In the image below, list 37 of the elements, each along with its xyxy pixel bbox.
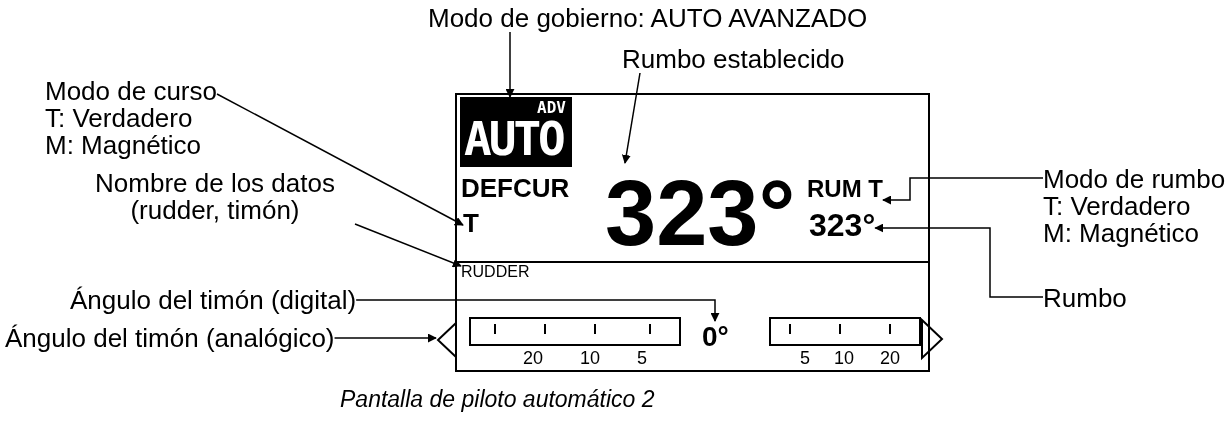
leader-arrow bbox=[874, 223, 1044, 298]
scale-number: 20 bbox=[880, 348, 901, 368]
callout-text: Nombre de los datos (rudder, timón) bbox=[75, 170, 355, 224]
callout-text: Modo de curso bbox=[45, 78, 217, 105]
scale-number: 5 bbox=[800, 348, 810, 368]
mode-indicator bbox=[460, 97, 572, 167]
callout-text: M: Magnético bbox=[45, 132, 203, 159]
callout-text: Rumbo establecido bbox=[622, 46, 845, 73]
leader-arrow bbox=[882, 177, 1044, 205]
heading-value: 323° bbox=[809, 207, 876, 243]
leader-arrow bbox=[621, 72, 641, 164]
scale-number: 5 bbox=[637, 348, 647, 368]
screen-text: RUDDER bbox=[461, 263, 530, 281]
screen-text: T bbox=[463, 208, 479, 238]
rudder-angle-value: 0° bbox=[702, 321, 729, 353]
leader-arrow bbox=[355, 299, 720, 322]
callout-text: T: Verdadero bbox=[45, 105, 194, 132]
screen-text: RUM T bbox=[807, 175, 883, 203]
scale-number: 10 bbox=[834, 348, 855, 368]
caption: Pantalla de piloto automático 2 bbox=[340, 385, 655, 413]
callout-text: M: Magnético bbox=[1043, 220, 1201, 247]
callout-text: Modo de gobierno: AUTO AVANZADO bbox=[428, 5, 868, 32]
screen-text: DEFCUR bbox=[461, 173, 570, 203]
callout-text: Ángulo del timón (analógico) bbox=[5, 325, 335, 352]
callout-text: T: Verdadero bbox=[1043, 193, 1192, 220]
heading-value: 323° bbox=[605, 163, 796, 263]
scale-number: 20 bbox=[523, 348, 544, 368]
leader-arrow bbox=[354, 223, 462, 268]
leader-arrow bbox=[505, 31, 515, 98]
scale-number: 10 bbox=[580, 348, 601, 368]
callout-text: Modo de rumbo bbox=[1043, 166, 1226, 193]
callout-text: Rumbo bbox=[1043, 285, 1127, 312]
leader-arrow bbox=[333, 333, 437, 343]
display-screen bbox=[455, 93, 930, 372]
leader-arrow bbox=[216, 93, 464, 226]
pointer-triangle bbox=[436, 321, 458, 359]
callout-text: Ángulo del timón (digital) bbox=[70, 287, 357, 314]
